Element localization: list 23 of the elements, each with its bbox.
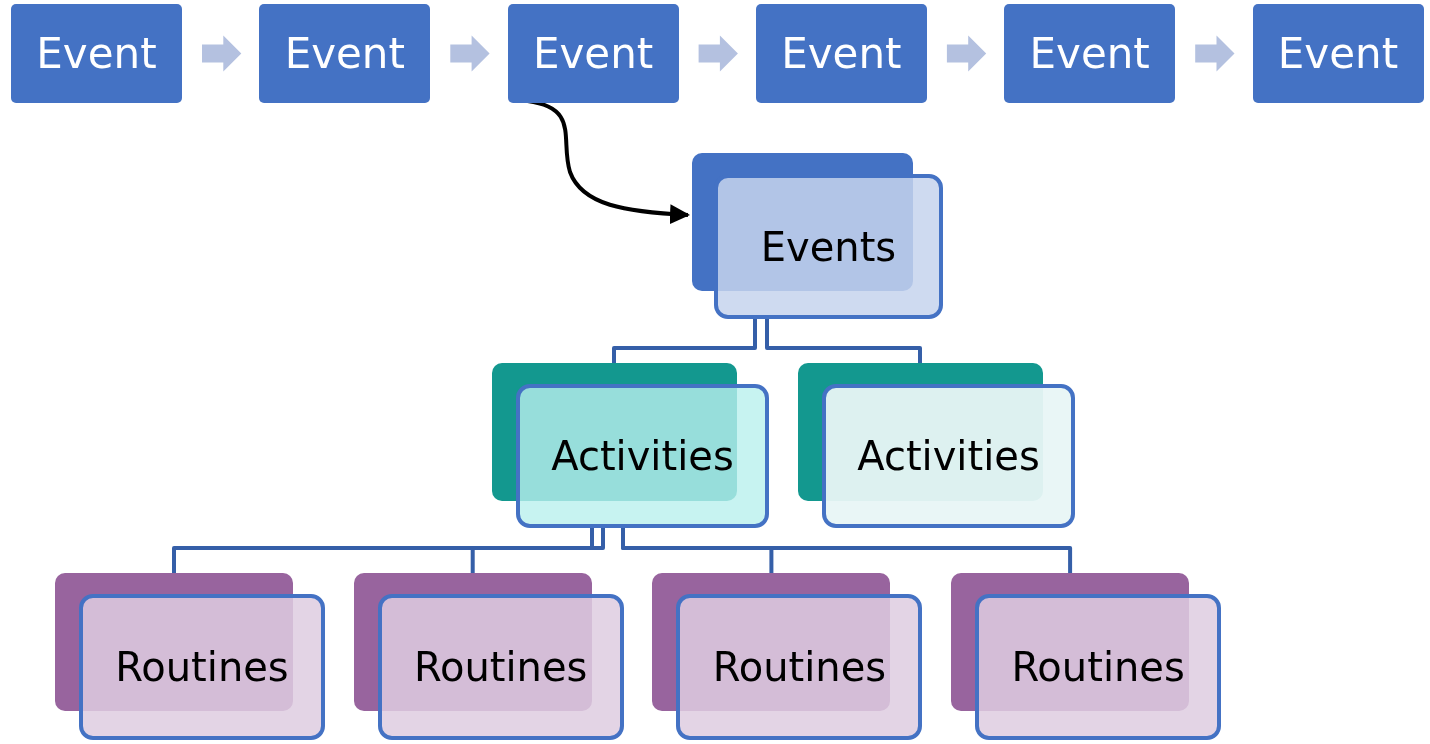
routine-card: Routines [676, 594, 923, 740]
block-arrow [450, 35, 490, 72]
block-arrow [698, 35, 738, 72]
routine-card: Routines [975, 594, 1222, 740]
event-card: Events [714, 174, 943, 319]
activity-card: Activities [822, 384, 1075, 528]
block-arrow [202, 35, 242, 72]
event-box: Event [507, 4, 679, 103]
connector-line [172, 528, 594, 573]
activity-card: Activities [516, 384, 769, 528]
connector-line [612, 319, 757, 363]
connector-line [470, 528, 605, 573]
event-box: Event [11, 4, 182, 103]
connector-line [765, 319, 922, 363]
event-box: Event [1252, 4, 1424, 103]
routine-card: Routines [377, 594, 624, 740]
block-arrow [1195, 35, 1235, 72]
event-box: Event [1004, 4, 1176, 103]
event-box: Event [259, 4, 431, 103]
connector-line [621, 528, 1073, 573]
block-arrow [946, 35, 987, 72]
routine-card: Routines [79, 594, 325, 740]
event-box: Event [755, 4, 927, 103]
